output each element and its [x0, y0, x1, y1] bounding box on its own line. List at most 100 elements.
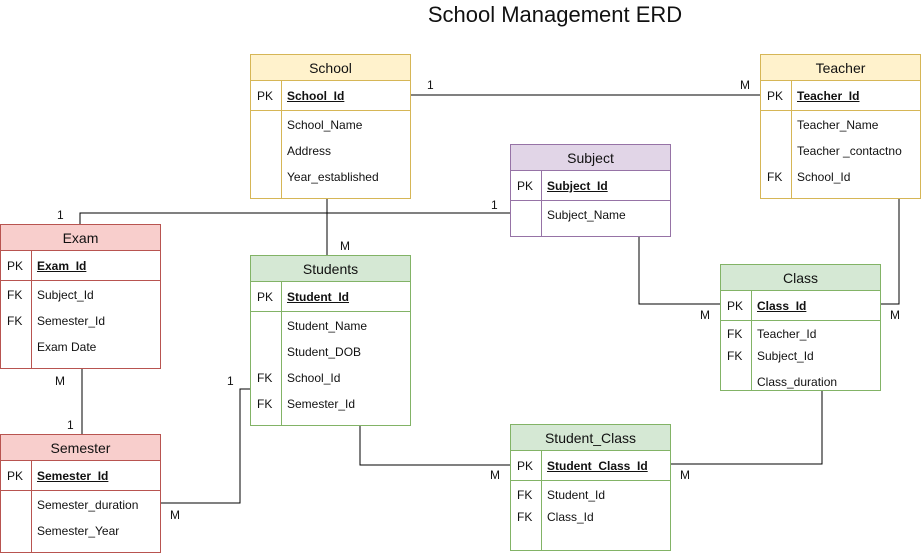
line-students-student-class: [359, 425, 510, 466]
key-divider: [281, 282, 282, 425]
field: Subject_Id: [757, 349, 814, 363]
key-divider: [541, 171, 542, 236]
cardinality-exam-semester-1: 1: [67, 418, 74, 432]
entity-subject[interactable]: Subject PK Subject_Id Subject_Name: [510, 144, 671, 237]
field: Semester_Id: [287, 397, 356, 411]
pk-field: Subject_Id: [547, 179, 608, 193]
entity-semester[interactable]: Semester PK Semester_Id Semester_duratio…: [0, 434, 161, 553]
entity-class-title: Class: [721, 265, 880, 291]
cardinality-teacher-class-m: M: [890, 308, 900, 322]
pk-label: PK: [7, 469, 24, 483]
field: Semester_Year: [37, 524, 120, 538]
key-divider: [751, 291, 752, 390]
field: School_Id: [797, 170, 851, 184]
pk-field: School_Id: [287, 89, 345, 103]
line-class-student-class: [670, 390, 823, 465]
key-divider: [541, 451, 542, 550]
entity-teacher-title: Teacher: [761, 55, 920, 81]
entity-school-pk-row: PK School_Id: [251, 81, 410, 111]
cardinality-students-semester-m: M: [170, 508, 180, 522]
cardinality-exam-semester-m: M: [55, 374, 65, 388]
cardinality-subject-exam-1b: 1: [57, 208, 64, 222]
entity-semester-title: Semester: [1, 435, 160, 461]
line-teacher-class: [880, 198, 900, 305]
entity-students-pk-row: PK Student_Id: [251, 282, 410, 312]
line-subject-class: [638, 236, 720, 305]
cardinality-school-teacher-m: M: [740, 78, 750, 92]
cardinality-students-semester-1: 1: [227, 374, 234, 388]
pk-label: PK: [517, 459, 534, 473]
entity-exam-title: Exam: [1, 225, 160, 251]
cardinality-students-student-class-m: M: [490, 468, 500, 482]
diagram-title: School Management ERD: [427, 2, 683, 27]
fk-label: FK: [517, 488, 533, 502]
cardinality-subject-exam-1: 1: [491, 198, 498, 212]
field: Student_DOB: [287, 345, 362, 359]
key-divider: [281, 81, 282, 198]
field: Exam Date: [37, 340, 97, 354]
field: Teacher _contactno: [797, 144, 902, 158]
fk-label: FK: [257, 397, 273, 411]
pk-field: Student_Class_Id: [547, 459, 648, 473]
pk-label: PK: [767, 89, 784, 103]
cardinality-school-students-m: M: [340, 239, 350, 253]
entity-student-class[interactable]: Student_Class PK Student_Class_Id FK Stu…: [510, 424, 671, 551]
pk-label: PK: [257, 89, 274, 103]
field: Class_Id: [547, 510, 594, 524]
fk-label: FK: [7, 288, 23, 302]
entity-student-class-title: Student_Class: [511, 425, 670, 451]
entity-teacher-pk-row: PK Teacher_Id: [761, 81, 920, 111]
entity-students-title: Students: [251, 256, 410, 282]
entity-exam[interactable]: Exam PK Exam_Id FK Subject_Id FK Semeste…: [0, 224, 161, 369]
field: Semester_duration: [37, 498, 139, 512]
cardinality-school-teacher-1: 1: [427, 78, 434, 92]
entity-class[interactable]: Class PK Class_Id FK Teacher_Id FK Subje…: [720, 264, 881, 391]
key-divider: [31, 461, 32, 552]
pk-field: Teacher_Id: [797, 89, 860, 103]
pk-field: Exam_Id: [37, 259, 87, 273]
entity-students[interactable]: Students PK Student_Id Student_Name Stud…: [250, 255, 411, 426]
field: School_Id: [287, 371, 341, 385]
entity-school[interactable]: School PK School_Id School_Name Address …: [250, 54, 411, 199]
field: Semester_Id: [37, 314, 106, 328]
fk-label: FK: [767, 170, 783, 184]
entity-semester-pk-row: PK Semester_Id: [1, 461, 160, 491]
line-subject-exam: [79, 212, 510, 224]
field: Student_Name: [287, 319, 368, 333]
field: Year_established: [287, 170, 379, 184]
field: Subject_Name: [547, 208, 626, 222]
entity-student-class-pk-row: PK Student_Class_Id: [511, 451, 670, 481]
field: Student_Id: [547, 488, 606, 502]
fk-label: FK: [727, 349, 743, 363]
entity-subject-title: Subject: [511, 145, 670, 171]
entity-school-title: School: [251, 55, 410, 81]
entity-teacher[interactable]: Teacher PK Teacher_Id Teacher_Name Teach…: [760, 54, 921, 199]
fk-label: FK: [727, 327, 743, 341]
key-divider: [31, 251, 32, 368]
field: Teacher_Name: [797, 118, 879, 132]
pk-field: Semester_Id: [37, 469, 109, 483]
entity-class-pk-row: PK Class_Id: [721, 291, 880, 321]
cardinality-subject-class-m: M: [700, 308, 710, 322]
cardinality-class-student-class-m: M: [680, 468, 690, 482]
fk-label: FK: [517, 510, 533, 524]
entity-subject-pk-row: PK Subject_Id: [511, 171, 670, 201]
field: School_Name: [287, 118, 363, 132]
field: Address: [287, 144, 332, 158]
field: Class_duration: [757, 375, 838, 389]
field: Subject_Id: [37, 288, 94, 302]
pk-label: PK: [517, 179, 534, 193]
fk-label: FK: [257, 371, 273, 385]
pk-label: PK: [7, 259, 24, 273]
fk-label: FK: [7, 314, 23, 328]
pk-field: Class_Id: [757, 299, 807, 313]
key-divider: [791, 81, 792, 198]
pk-label: PK: [257, 290, 274, 304]
pk-label: PK: [727, 299, 744, 313]
pk-field: Student_Id: [287, 290, 349, 304]
field: Teacher_Id: [757, 327, 817, 341]
line-students-semester: [160, 388, 250, 504]
entity-exam-pk-row: PK Exam_Id: [1, 251, 160, 281]
